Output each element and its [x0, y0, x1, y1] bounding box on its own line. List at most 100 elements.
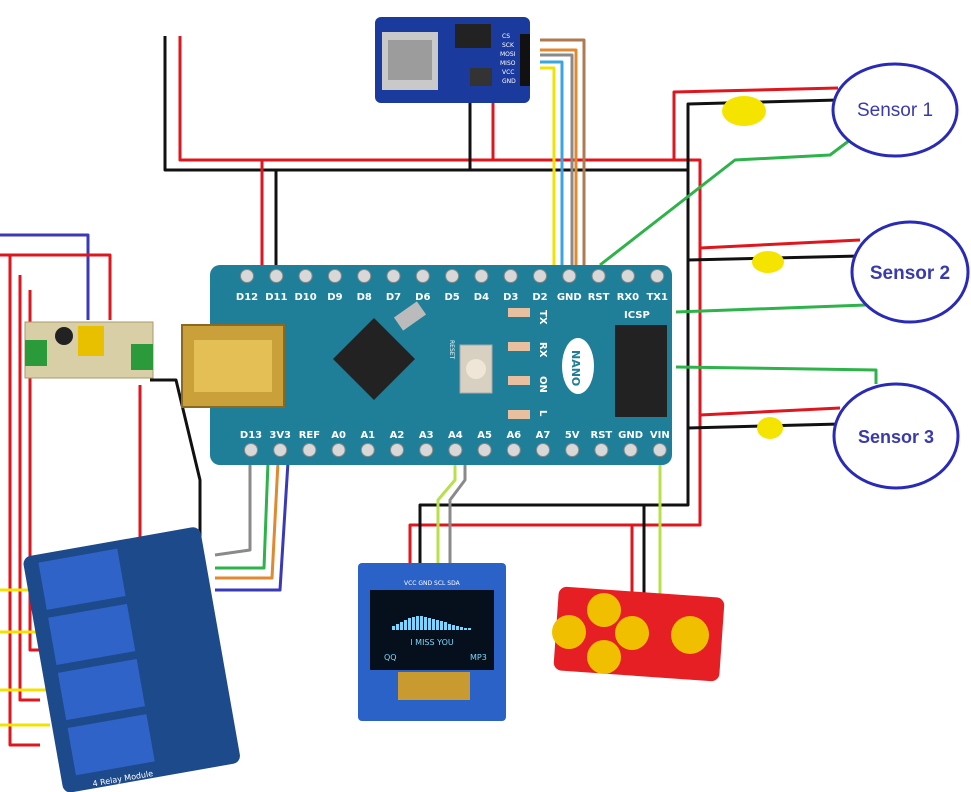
pin-label: D11: [265, 292, 287, 303]
pin-hole: [565, 443, 580, 457]
wire-red-left-2: [8, 255, 40, 747]
wire-green-s3: [675, 365, 878, 384]
wire-black-top-rail: [163, 36, 690, 565]
oled-bar: [440, 621, 443, 630]
relay-2: [48, 603, 136, 665]
pin-label: A6: [506, 430, 521, 441]
oled-right: MP3: [470, 653, 487, 662]
sd-card: [388, 40, 432, 80]
sd-pin-label: SCK: [502, 42, 515, 49]
oled-bar: [464, 628, 467, 630]
oled-bar: [412, 617, 415, 630]
pin-label: RX0: [617, 292, 639, 303]
oled-bar: [452, 625, 455, 630]
pin-hole: [620, 269, 635, 283]
pin-label: REF: [299, 430, 320, 441]
led-l: [508, 410, 530, 419]
oled-equalizer: [392, 616, 471, 630]
sd-pin-label: CS: [502, 33, 510, 40]
power-supply-module: [24, 321, 154, 379]
oled-bar: [448, 624, 451, 630]
reset-button: [459, 344, 493, 394]
pin-hole: [623, 443, 638, 457]
wires: [0, 36, 878, 747]
pin-hole: [269, 269, 284, 283]
pin-hole: [273, 443, 288, 457]
oled-bar: [424, 617, 427, 630]
wire-blue-sd: [540, 60, 564, 272]
oled-bar: [400, 622, 403, 630]
pin-hole: [298, 269, 313, 283]
sd-pin-label: GND: [502, 78, 516, 85]
pin-hole: [506, 443, 521, 457]
reset-button-cap: [466, 359, 486, 379]
wire-orange-relay: [215, 461, 280, 580]
sensor-3: Sensor 3: [832, 382, 960, 490]
oled-bar: [456, 626, 459, 630]
pin-label: D9: [327, 292, 342, 303]
pin-label: D10: [294, 292, 316, 303]
button-right: [615, 616, 649, 650]
wire-black-s1: [686, 98, 839, 170]
sd-pin-labels: CS SCK MOSI MISO VCC GND: [500, 33, 516, 85]
sd-regulator: [470, 68, 492, 86]
wire-green-relay: [215, 461, 270, 570]
led-on: [508, 376, 530, 385]
pin-hole: [474, 269, 489, 283]
pin-label: GND: [557, 292, 582, 303]
button-left: [552, 615, 586, 649]
relay-module: 4 Relay Module: [23, 527, 240, 792]
oled-bar: [444, 622, 447, 630]
pin-label: 5V: [565, 430, 580, 441]
reset-label: RESET: [448, 340, 455, 360]
pin-hole: [357, 269, 372, 283]
wire-red-left-4: [28, 290, 40, 652]
pin-label: A1: [360, 430, 375, 441]
oled-bar: [428, 618, 431, 630]
button-module: [552, 586, 725, 682]
relay-1: [38, 548, 126, 610]
wire-red-top-rail: [178, 36, 702, 565]
oled-bar: [408, 618, 411, 630]
wire-yellow-oled: [436, 460, 457, 565]
led-label: ON: [537, 376, 548, 393]
wire-grey-oled: [448, 460, 467, 565]
oled-bar: [436, 620, 439, 630]
sd-pin-label: MOSI: [500, 51, 516, 58]
sensor-1-outline: [831, 62, 959, 158]
nano-logo: [562, 338, 594, 394]
pin-label: GND: [618, 430, 643, 441]
pin-label: D6: [415, 292, 430, 303]
pin-hole: [503, 269, 518, 283]
sd-pin-label: VCC: [502, 69, 514, 76]
button-action: [671, 616, 709, 654]
oled-pin-labels: VCC GND SCL SDA: [404, 580, 461, 587]
wire-red-s3: [699, 406, 841, 417]
pin-label: D12: [236, 292, 258, 303]
sd-header: [520, 34, 530, 86]
pin-label: D5: [444, 292, 459, 303]
pin-hole: [415, 269, 430, 283]
pin-hole: [652, 443, 667, 457]
wire-black-psu: [150, 378, 202, 540]
oled-bar: [432, 619, 435, 630]
wire-grey-relay: [214, 450, 252, 557]
pin-label: A0: [331, 430, 346, 441]
pin-hole: [419, 443, 434, 457]
sd-card-module: CS SCK MOSI MISO VCC GND: [375, 17, 530, 103]
pin-hole: [562, 269, 577, 283]
wire-blue-relay: [215, 461, 290, 592]
pin-hole: [536, 443, 550, 457]
led-label: RX: [537, 342, 548, 358]
pin-hole: [533, 269, 547, 283]
status-leds: TX RX ON L: [508, 308, 548, 419]
sensor-1-label: Sensor 1: [857, 100, 933, 121]
pin-hole: [244, 443, 258, 457]
sensor-2: Sensor 2: [850, 220, 970, 324]
psu-capacitor: [55, 327, 73, 345]
junction-s1: [722, 96, 766, 126]
relay-4: [67, 714, 155, 776]
